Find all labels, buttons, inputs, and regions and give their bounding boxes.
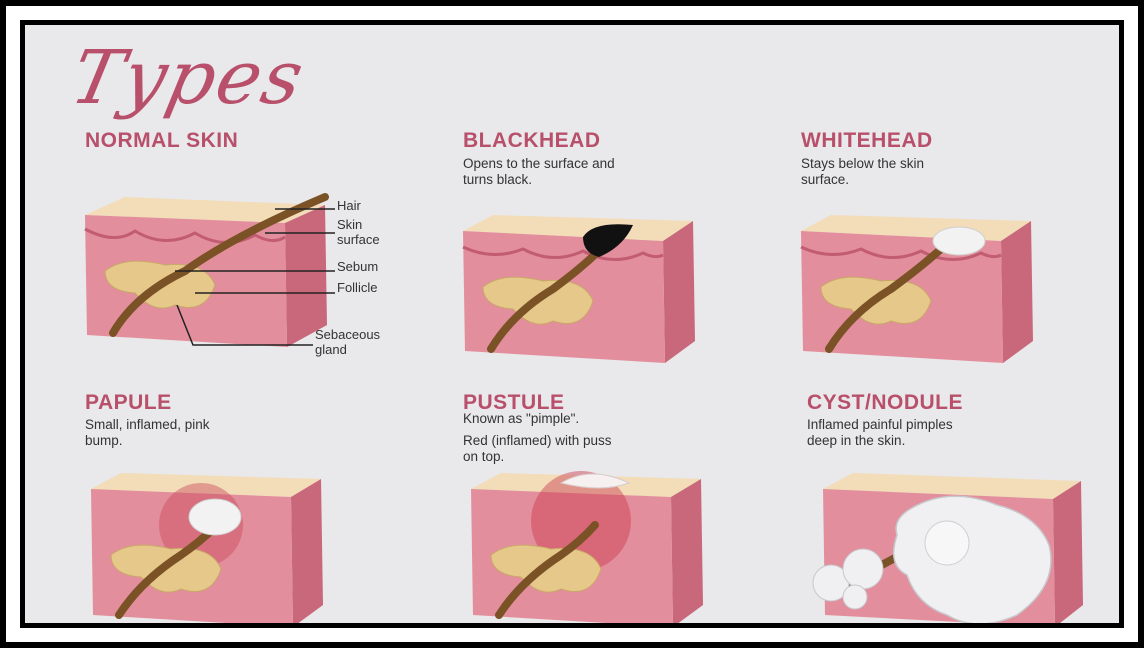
heading-blackhead: BLACKHEAD (463, 129, 601, 153)
inner-frame: Types NORMAL SKIN BLACKHEAD WHITEHEAD PA… (20, 20, 1124, 628)
desc-whitehead: Stays below the skin surface. (801, 156, 924, 188)
skin-block-blackhead (443, 201, 703, 381)
skin-side (291, 479, 323, 623)
diagram-canvas: Types NORMAL SKIN BLACKHEAD WHITEHEAD PA… (25, 25, 1119, 623)
heading-papule: PAPULE (85, 391, 172, 415)
skin-block-normal (65, 175, 345, 365)
skin-block-pustule (461, 465, 731, 623)
desc-line: Small, inflamed, pink (85, 417, 210, 433)
desc-line: Inflamed painful pimples (807, 417, 953, 433)
heading-cyst-nodule: CYST/NODULE (807, 391, 963, 415)
cyst-bubble (843, 549, 883, 589)
diagram-title: Types (64, 35, 313, 121)
whitehead-bump (933, 227, 985, 255)
outer-frame: Types NORMAL SKIN BLACKHEAD WHITEHEAD PA… (6, 6, 1138, 642)
papule-bump (189, 499, 241, 535)
desc-line: deep in the skin. (807, 433, 953, 449)
desc-cyst-nodule: Inflamed painful pimples deep in the ski… (807, 417, 953, 449)
desc-papule: Small, inflamed, pink bump. (85, 417, 210, 449)
skin-side (663, 221, 695, 363)
skin-side (285, 205, 327, 347)
skin-block-whitehead (781, 201, 1041, 381)
cyst-bubble (925, 521, 969, 565)
skin-block-cyst-nodule (797, 465, 1097, 623)
desc-line: Known as "pimple". (463, 411, 612, 427)
desc-line: turns black. (463, 172, 615, 188)
desc-line: bump. (85, 433, 210, 449)
skin-side (1001, 221, 1033, 363)
desc-pustule: Known as "pimple". Red (inflamed) with p… (463, 411, 612, 465)
heading-normal-skin: NORMAL SKIN (85, 129, 238, 153)
desc-line: Red (inflamed) with puss (463, 433, 612, 449)
desc-line: Stays below the skin (801, 156, 924, 172)
skin-side (671, 479, 703, 623)
skin-block-papule (81, 465, 351, 623)
desc-blackhead: Opens to the surface and turns black. (463, 156, 615, 188)
desc-line: surface. (801, 172, 924, 188)
cyst-bubble (843, 585, 867, 609)
desc-line: on top. (463, 449, 612, 465)
skin-side (1053, 481, 1083, 623)
desc-line: Opens to the surface and (463, 156, 615, 172)
heading-whitehead: WHITEHEAD (801, 129, 933, 153)
